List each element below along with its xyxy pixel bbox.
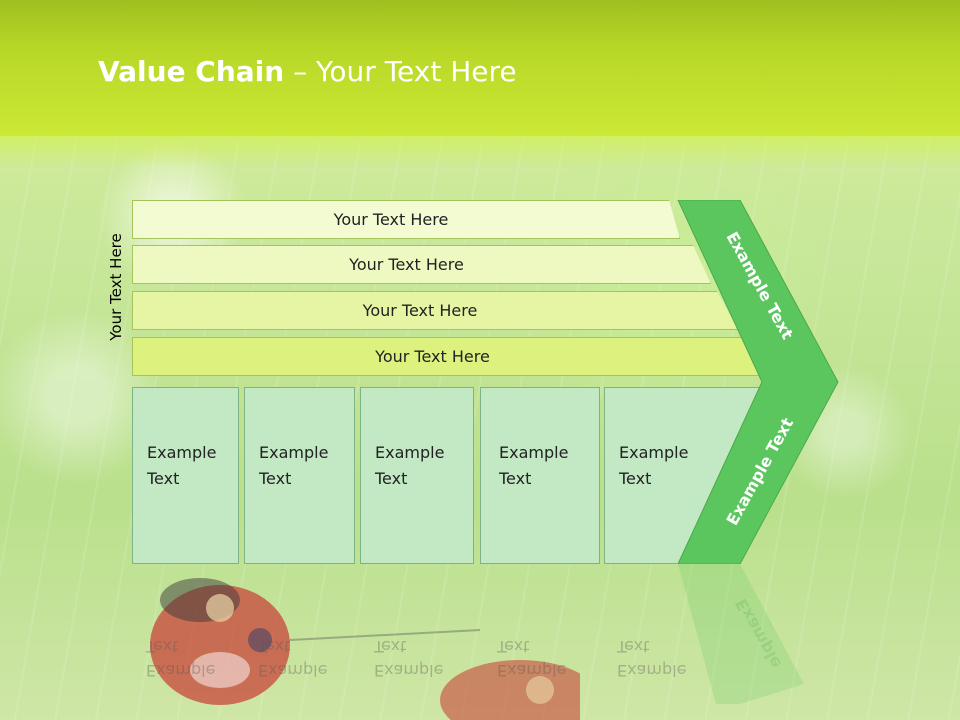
primary-box-1-line1: Example xyxy=(147,443,217,462)
margin-chevron xyxy=(677,200,839,564)
title-bold: Value Chain xyxy=(98,55,285,88)
primary-box-2-line1: Example xyxy=(259,443,329,462)
primary-box-4: Example Text xyxy=(480,387,600,564)
slide-title: Value Chain – Your Text Here xyxy=(98,55,517,88)
primary-box-4-line2: Text xyxy=(499,469,532,488)
primary-box-3: Example Text xyxy=(360,387,474,564)
primary-box-3-line2: Text xyxy=(375,469,408,488)
primary-box-1-line2: Text xyxy=(147,469,180,488)
support-bar-3-label: Your Text Here xyxy=(362,301,478,320)
title-rest: – Your Text Here xyxy=(284,55,517,88)
primary-box-5-line2: Text xyxy=(619,469,652,488)
primary-box-4-line1: Example xyxy=(499,443,569,462)
vertical-label: Your Text Here xyxy=(107,233,125,341)
support-bar-1-label: Your Text Here xyxy=(333,210,449,229)
support-bar-3: Your Text Here xyxy=(132,291,738,330)
support-bar-1: Your Text Here xyxy=(132,200,680,239)
primary-box-5-line1: Example xyxy=(619,443,689,462)
primary-box-2: Example Text xyxy=(244,387,355,564)
support-bar-4: Your Text Here xyxy=(132,337,763,376)
header-band xyxy=(0,0,960,136)
header-fade xyxy=(0,136,960,168)
primary-box-3-line1: Example xyxy=(375,443,445,462)
primary-box-1: Example Text xyxy=(132,387,239,564)
primary-box-2-line2: Text xyxy=(259,469,292,488)
butterfly-image xyxy=(150,578,580,720)
support-bar-2: Your Text Here xyxy=(132,245,711,284)
support-bar-2-label: Your Text Here xyxy=(349,255,464,274)
support-bar-4-label: Your Text Here xyxy=(375,347,490,366)
